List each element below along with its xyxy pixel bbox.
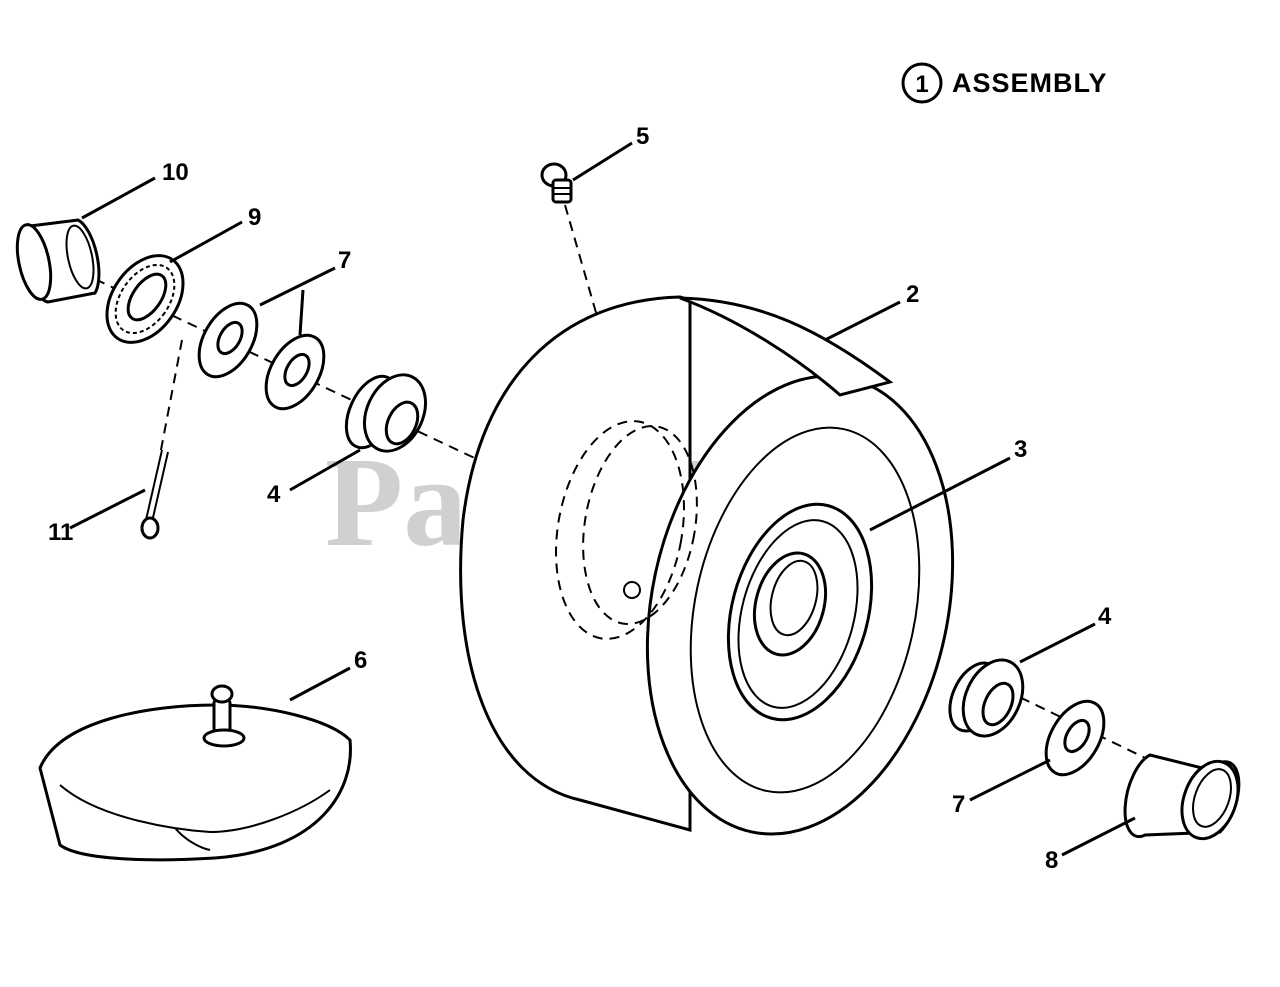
callout-8: 8 <box>1045 847 1058 874</box>
assembly-title: ASSEMBLY <box>952 68 1108 98</box>
part-11-cotter-pin <box>140 449 169 540</box>
part-3-rim <box>726 502 874 722</box>
part-7-washers-left <box>197 301 326 411</box>
callout-5: 5 <box>636 123 649 150</box>
callout-3: 3 <box>1014 436 1027 463</box>
part-10-sleeve <box>15 218 101 304</box>
part-8-sleeve <box>1123 753 1241 841</box>
callout-7-left: 7 <box>338 247 351 274</box>
callout-7-right: 7 <box>952 791 965 818</box>
callout-9: 9 <box>248 204 261 231</box>
assembly-circle-icon <box>901 62 943 104</box>
part-4-flanged-bearing-right <box>948 658 1025 738</box>
part-4-flanged-bearing-left <box>344 373 427 453</box>
part-9-bearing <box>105 254 185 344</box>
callout-labels: 10 9 7 5 2 3 4 11 6 4 7 8 <box>48 123 1112 874</box>
callout-11: 11 <box>48 519 73 546</box>
callout-4-left: 4 <box>267 481 281 508</box>
assembly-circle-number: 1 <box>915 71 928 98</box>
leader-lines <box>69 141 1136 857</box>
part-7-washer-right <box>1044 699 1106 777</box>
assembly-header: 1 ASSEMBLY <box>901 62 1108 104</box>
part-2-tire-hidden-hub <box>555 420 698 640</box>
part-6-inner-tube <box>38 684 352 862</box>
callout-2: 2 <box>906 281 919 308</box>
callout-4-right: 4 <box>1098 603 1112 630</box>
part-2-tire <box>459 295 955 836</box>
callout-6: 6 <box>354 647 367 674</box>
part-5-valve-cap <box>540 162 573 204</box>
callout-10: 10 <box>162 159 189 186</box>
